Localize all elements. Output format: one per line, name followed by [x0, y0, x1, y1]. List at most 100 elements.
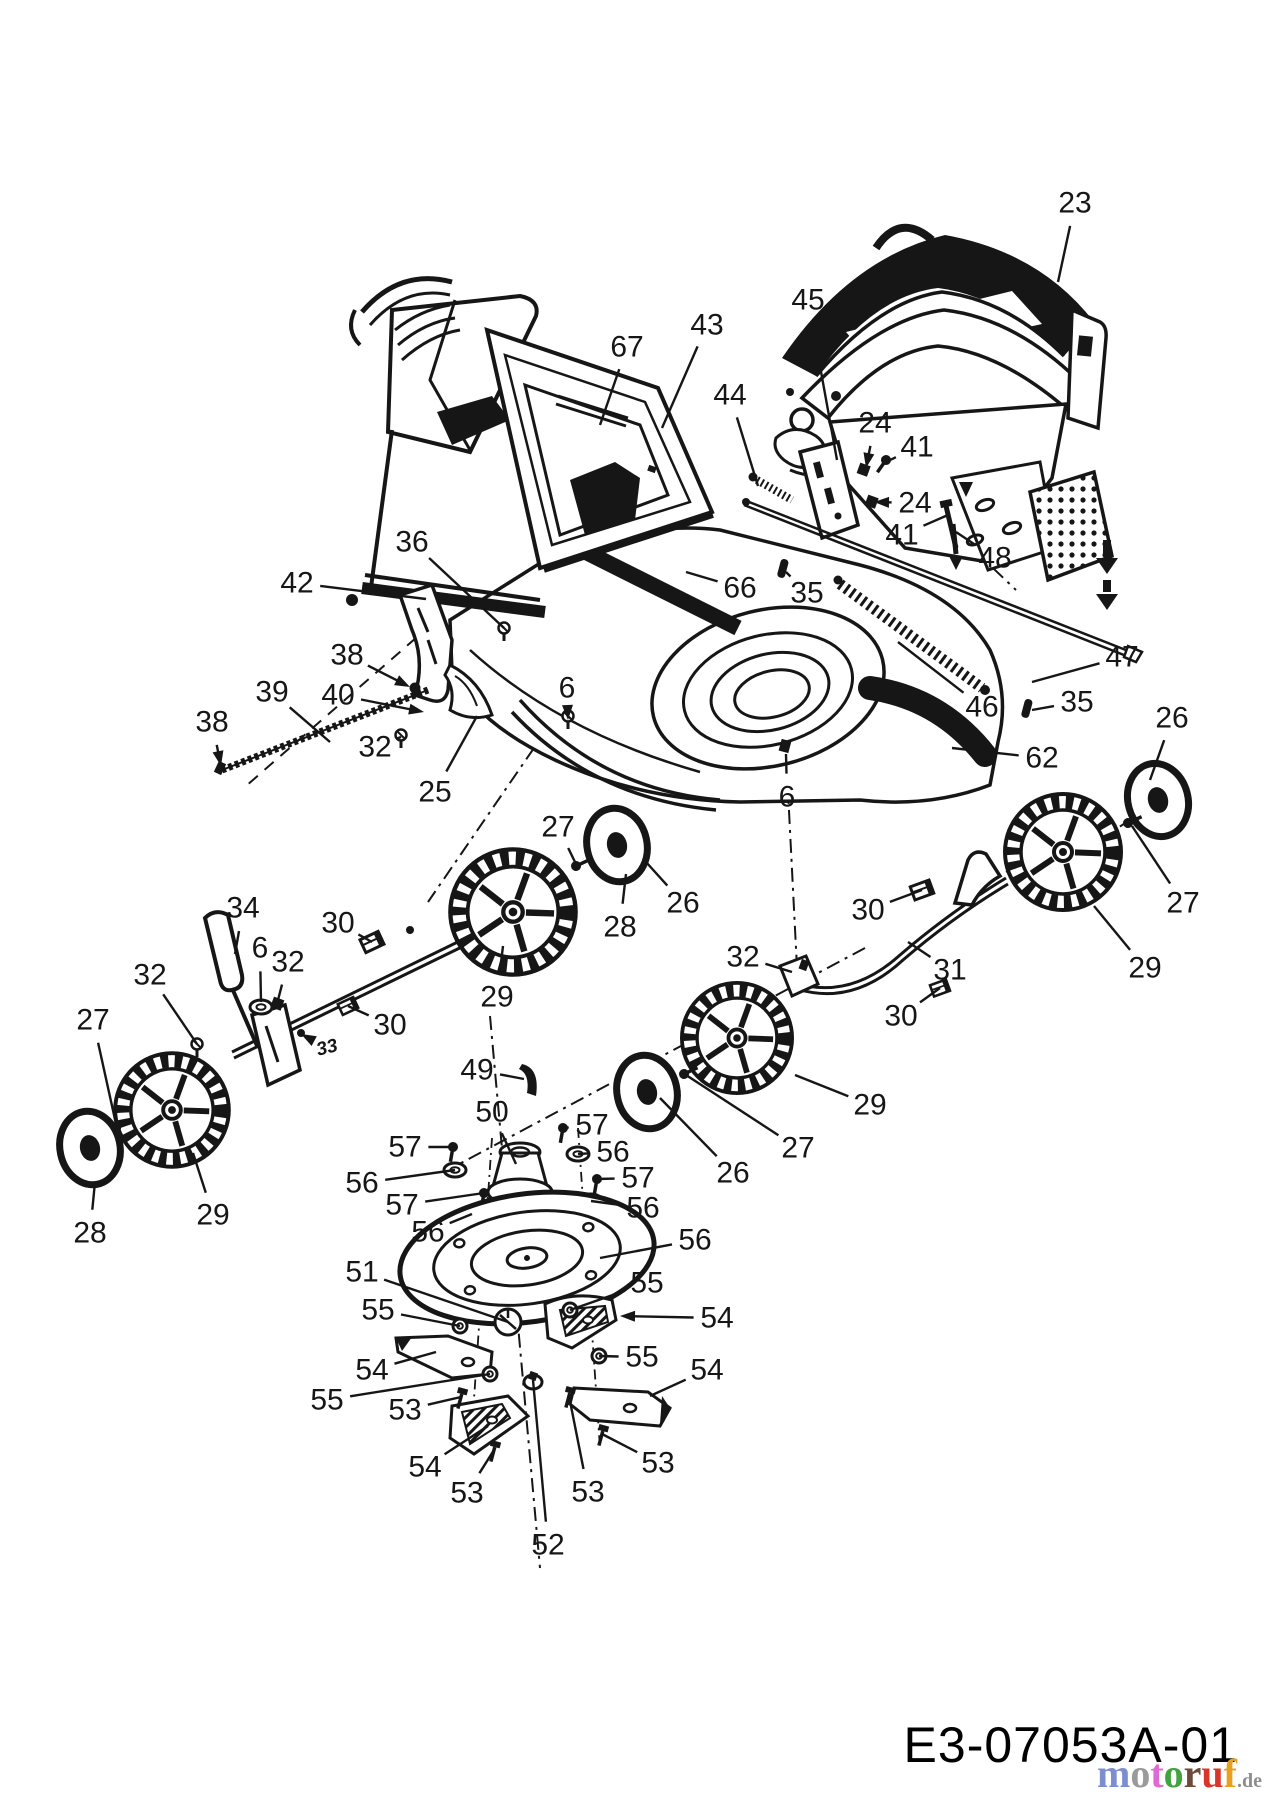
callout-56: 56 — [626, 1192, 659, 1225]
callout-32: 32 — [133, 959, 166, 992]
callout-49: 49 — [460, 1054, 493, 1087]
callout-55: 55 — [630, 1267, 663, 1300]
leader-line-29 — [191, 1152, 207, 1194]
leader-line-53 — [567, 1395, 585, 1470]
watermark-letter: o — [1163, 1751, 1184, 1796]
rod-bolt-38b — [213, 760, 227, 776]
callout-53: 53 — [641, 1447, 674, 1480]
leader-line-55 — [569, 1289, 626, 1312]
hubcap-26-right — [1119, 756, 1196, 843]
callout-26: 26 — [716, 1157, 749, 1190]
leader-line-26 — [1148, 739, 1166, 781]
callout-57: 57 — [575, 1109, 608, 1142]
leader-arrow-40 — [408, 703, 424, 715]
leader-line-27 — [96, 1042, 118, 1125]
callout-57: 57 — [385, 1189, 418, 1222]
leader-line-25 — [445, 715, 479, 773]
leader-line-27 — [1130, 825, 1172, 885]
leader-line-42 — [320, 584, 427, 601]
height-lever-34 — [202, 910, 245, 993]
leader-line-26 — [645, 861, 669, 887]
leader-line-29 — [794, 1073, 849, 1098]
panel-decal-64 — [570, 462, 640, 535]
watermark-letter: r — [1183, 1751, 1202, 1796]
hubcap-26-lower — [610, 1050, 684, 1135]
wheel-lower — [682, 983, 792, 1093]
control-panel-illustration — [484, 326, 715, 643]
bolt-48 — [950, 523, 959, 555]
callout-51: 51 — [345, 1256, 378, 1289]
leader-line-49 — [499, 1073, 525, 1081]
callout-26: 26 — [1155, 702, 1188, 735]
hubcap-28-mid — [580, 803, 654, 888]
blade-set — [394, 1294, 672, 1465]
leader-line-50 — [500, 1132, 518, 1165]
leader-line-48 — [955, 531, 977, 546]
callout-54: 54 — [690, 1354, 723, 1387]
leader-line-27 — [567, 847, 577, 863]
callout-6: 6 — [252, 932, 269, 965]
axle-fork — [952, 850, 1003, 907]
callout-41: 41 — [885, 519, 918, 552]
leader-line-54 — [649, 1378, 687, 1398]
leader-line-55 — [400, 1313, 461, 1328]
callout-38: 38 — [330, 639, 363, 672]
callout-54: 54 — [700, 1302, 733, 1335]
callout-44: 44 — [713, 379, 746, 412]
leader-line-41 — [923, 513, 949, 527]
engine-illustration — [773, 223, 1118, 610]
callout-27: 27 — [1166, 887, 1199, 920]
callout-38: 38 — [195, 706, 228, 739]
callout-40: 40 — [321, 679, 354, 712]
callout-30: 30 — [851, 894, 884, 927]
bolt-57b — [443, 1139, 461, 1165]
callout-53: 53 — [450, 1477, 483, 1510]
rods-and-springs — [213, 498, 1144, 776]
callout-46: 46 — [965, 691, 998, 724]
callout-31: 31 — [933, 954, 966, 987]
rod-nut-38a — [409, 682, 421, 694]
leader-line-52 — [531, 1379, 548, 1522]
watermark-suffix: .de — [1237, 1770, 1262, 1792]
leader-line-30 — [347, 1004, 370, 1017]
spindle-assembly — [397, 1064, 657, 1391]
pin-35b — [1021, 699, 1033, 718]
callout-55: 55 — [361, 1294, 394, 1327]
leader-line-57 — [562, 1126, 569, 1130]
leader-line-29 — [498, 945, 505, 974]
callout-6: 6 — [559, 672, 576, 705]
leader-line-66 — [685, 570, 718, 583]
callout-6: 6 — [779, 781, 796, 814]
leader-line-29 — [1093, 905, 1132, 951]
leader-line-6 — [259, 971, 263, 1003]
callout-66: 66 — [723, 572, 756, 605]
leader-line-54 — [394, 1350, 437, 1365]
axle-bracket-32 — [778, 954, 820, 999]
leader-arrow-38 — [212, 750, 224, 766]
leader-line-47 — [1031, 662, 1100, 684]
blade-disc-56 — [397, 1189, 657, 1327]
leader-arrow-54 — [620, 1310, 636, 1322]
callout-57: 57 — [621, 1162, 654, 1195]
wheel-mid — [450, 849, 575, 974]
bolt-57a — [553, 1120, 571, 1146]
callout-25: 25 — [418, 776, 451, 809]
callout-54: 54 — [355, 1354, 388, 1387]
leader-line-27 — [685, 1073, 780, 1137]
leader-line-53 — [427, 1395, 462, 1406]
callout-41: 41 — [900, 431, 933, 464]
leader-line-32 — [276, 984, 284, 1001]
watermark-letter: t — [1150, 1751, 1164, 1796]
motoruf-watermark: motoruf.de — [1097, 1754, 1262, 1794]
callout-56: 56 — [411, 1216, 444, 1249]
callout-53: 53 — [388, 1394, 421, 1427]
watermark-letter: u — [1201, 1751, 1224, 1796]
leader-line-40 — [360, 698, 412, 711]
leader-line-35 — [785, 571, 792, 578]
rear-axle-assembly — [778, 850, 1009, 999]
callout-39: 39 — [255, 676, 288, 709]
callout-57: 57 — [388, 1131, 421, 1164]
leader-line-30 — [357, 933, 373, 944]
leader-line-36 — [428, 557, 505, 629]
leader-line-32 — [765, 962, 793, 974]
